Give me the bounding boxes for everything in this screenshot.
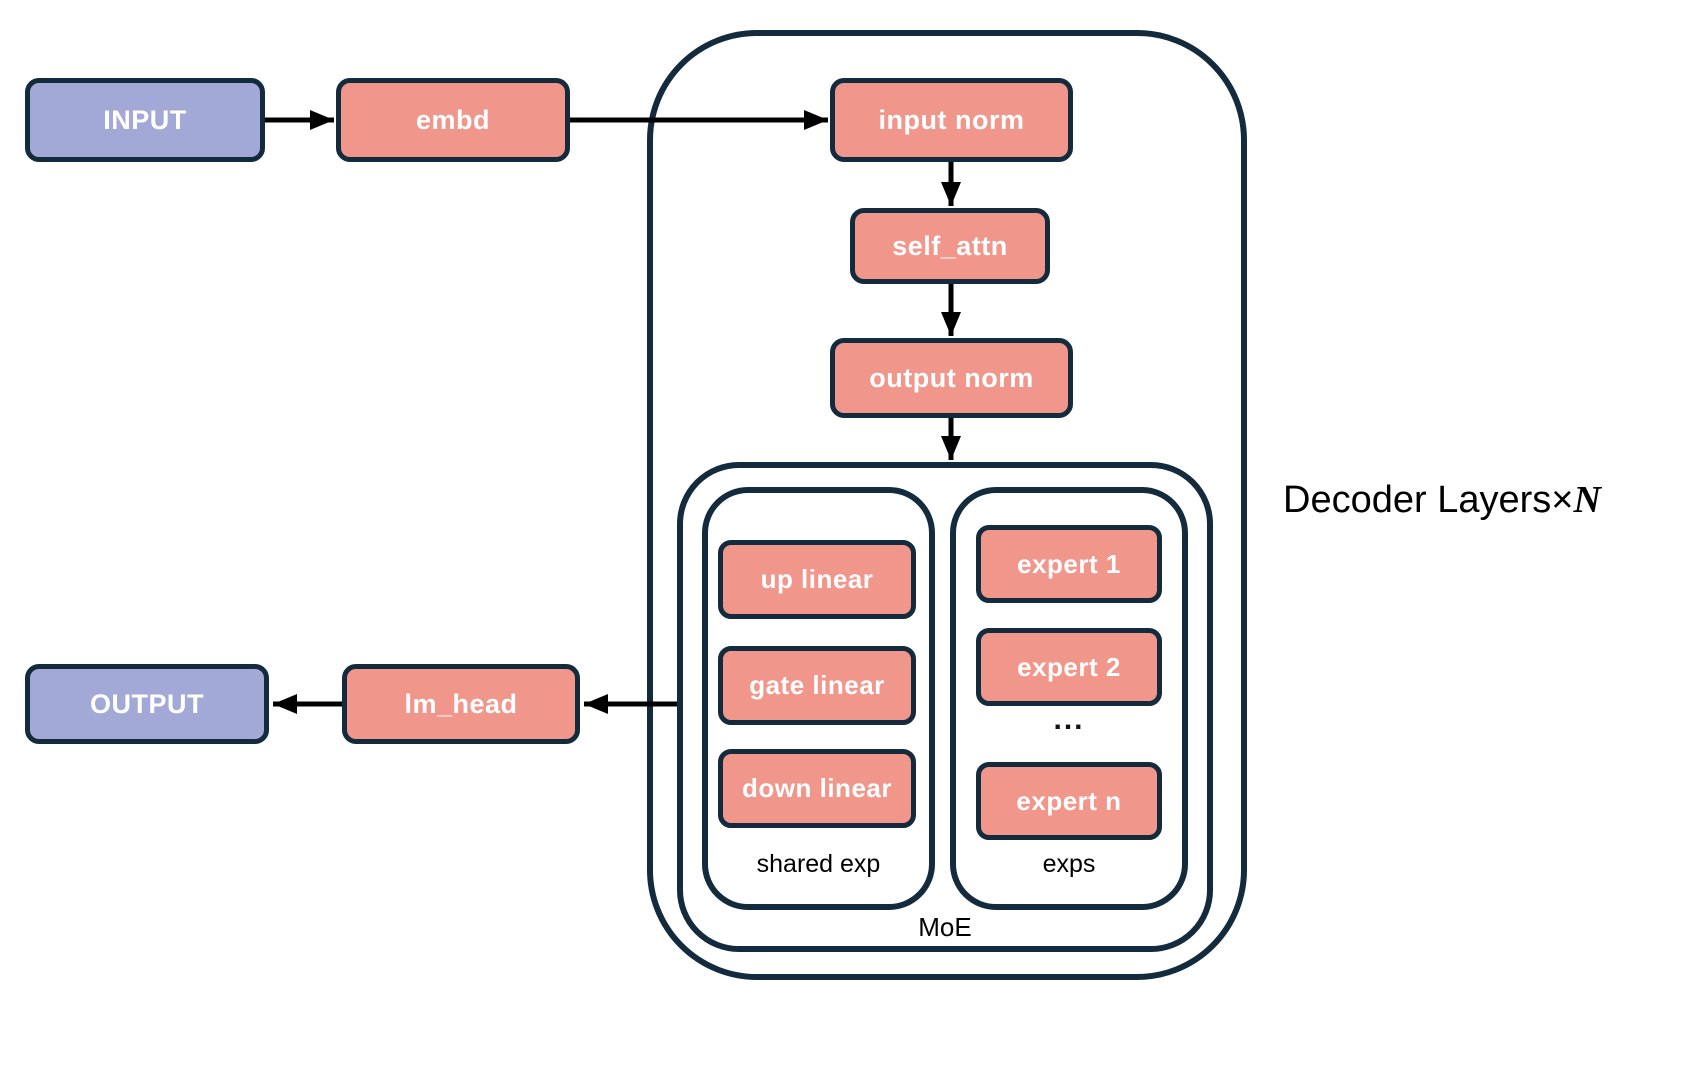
lm-head-node: lm_head bbox=[342, 664, 580, 744]
decoder-layers-annotation: Decoder Layers×N bbox=[1283, 478, 1601, 522]
gate-linear-node: gate linear bbox=[718, 646, 916, 725]
output-norm-node: output norm bbox=[830, 338, 1073, 418]
up-linear-node: up linear bbox=[718, 540, 916, 619]
moe-container bbox=[677, 462, 1213, 952]
output-node: OUTPUT bbox=[25, 664, 269, 744]
input-node: INPUT bbox=[25, 78, 265, 162]
expert-n-node: expert n bbox=[976, 762, 1162, 840]
decoder-layers-container bbox=[647, 30, 1247, 980]
expert-1-node: expert 1 bbox=[976, 525, 1162, 603]
down-linear-node: down linear bbox=[718, 749, 916, 828]
shared-exp-label: shared exp bbox=[756, 850, 881, 878]
input-norm-node: input norm bbox=[830, 78, 1073, 162]
embd-node: embd bbox=[336, 78, 570, 162]
self-attn-node: self_attn bbox=[850, 208, 1050, 284]
experts-ellipsis: ... bbox=[1053, 703, 1085, 736]
exps-container bbox=[950, 487, 1188, 910]
decoder-layers-text: Decoder Layers× bbox=[1283, 479, 1574, 521]
exps-label: exps bbox=[1042, 850, 1096, 878]
moe-label: MoE bbox=[918, 912, 972, 942]
shared-exp-container bbox=[702, 487, 935, 910]
expert-2-node: expert 2 bbox=[976, 628, 1162, 706]
decoder-layers-n: N bbox=[1573, 479, 1601, 521]
